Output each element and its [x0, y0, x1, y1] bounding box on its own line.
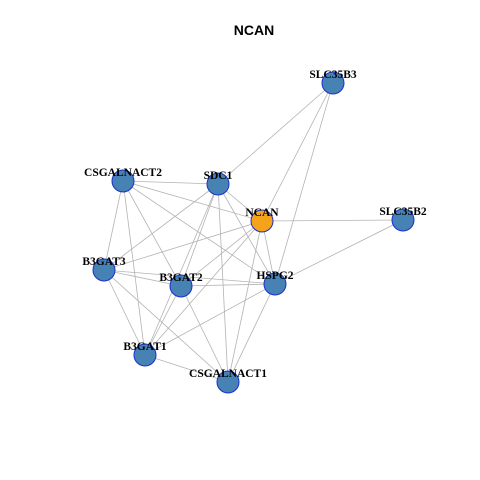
node-layer [92, 71, 415, 394]
edge-slc35b3-hspg2 [274, 82, 334, 285]
edge-sdc1-hspg2 [217, 183, 276, 285]
node-label-ncan: NCAN [245, 207, 279, 219]
node-label-b3gat2: B3GAT2 [159, 272, 202, 284]
edge-b3gat3-b3gat2 [103, 269, 182, 287]
edge-ncan-slc35b2 [261, 219, 404, 222]
node-label-slc35b3: SLC35B3 [309, 69, 357, 81]
edge-hspg2-csgalnact1 [227, 283, 276, 383]
edge-ncan-b3gat3 [103, 220, 263, 271]
edge-sdc1-csgalnact1 [217, 183, 229, 383]
node-label-sdc1: SDC1 [204, 170, 233, 182]
edge-b3gat1-csgalnact1 [144, 354, 229, 383]
node-slc35b3 [321, 71, 345, 95]
node-ncan [250, 209, 274, 233]
edge-csgalnact2-hspg2 [122, 180, 276, 285]
node-label-b3gat1: B3GAT1 [123, 341, 166, 353]
edge-slc35b2-hspg2 [274, 219, 404, 285]
edge-b3gat3-csgalnact1 [103, 269, 229, 383]
edge-b3gat2-hspg2 [180, 283, 276, 287]
graph-title: NCAN [234, 22, 274, 38]
node-csgalnact1 [216, 370, 240, 394]
edge-ncan-csgalnact2 [122, 180, 263, 222]
node-slc35b2 [391, 208, 415, 232]
edge-csgalnact2-b3gat1 [122, 180, 146, 356]
edge-slc35b3-sdc1 [217, 82, 334, 185]
node-label-csgalnact1: CSGALNACT1 [189, 368, 267, 380]
edge-ncan-slc35b3 [261, 82, 334, 222]
node-label-slc35b2: SLC35B2 [379, 206, 427, 218]
node-csgalnact2 [111, 169, 135, 193]
node-label-csgalnact2: CSGALNACT2 [84, 167, 162, 179]
node-b3gat3 [92, 258, 116, 282]
edge-b3gat2-b3gat1 [144, 285, 182, 356]
edge-b3gat3-b3gat1 [103, 269, 146, 356]
node-label-b3gat3: B3GAT3 [82, 256, 125, 268]
edge-sdc1-b3gat1 [144, 183, 219, 356]
edge-ncan-b3gat1 [144, 220, 263, 356]
edge-sdc1-b3gat3 [103, 183, 219, 271]
node-b3gat2 [169, 274, 193, 298]
edge-hspg2-b3gat1 [144, 283, 276, 356]
edge-sdc1-b3gat2 [180, 183, 219, 287]
edge-layer [103, 82, 404, 383]
node-b3gat1 [133, 343, 157, 367]
node-hspg2 [263, 272, 287, 296]
edge-b3gat2-csgalnact1 [180, 285, 229, 383]
edge-ncan-csgalnact1 [227, 220, 263, 383]
node-sdc1 [206, 172, 230, 196]
edge-csgalnact2-sdc1 [122, 180, 219, 185]
edge-csgalnact2-b3gat3 [103, 180, 124, 271]
edge-b3gat3-hspg2 [103, 269, 276, 285]
node-label-hspg2: HSPG2 [256, 270, 293, 282]
